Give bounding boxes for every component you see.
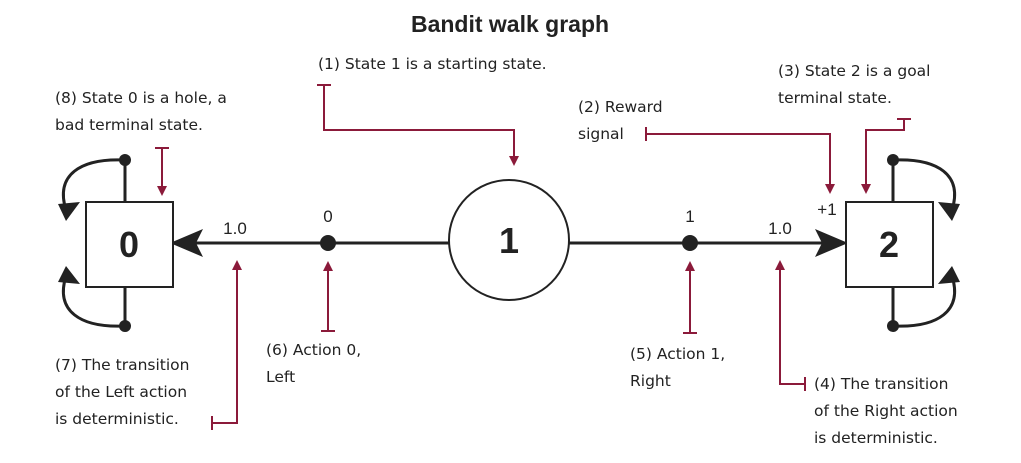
- note-6: (6) Action 0, Left: [266, 341, 366, 386]
- annotation-1-pointer: [317, 84, 519, 166]
- left-action-label: 0: [323, 207, 332, 226]
- state-1-label: 1: [499, 220, 519, 261]
- diagram-title: Bandit walk graph: [411, 11, 609, 37]
- reward-label: +1: [817, 200, 836, 219]
- note-8: (8) State 0 is a hole, a bad terminal st…: [55, 89, 232, 134]
- annotation-7-pointer: [211, 260, 242, 430]
- note-3: (3) State 2 is a goal terminal state.: [778, 62, 935, 107]
- arrowhead-into-s0: [170, 229, 203, 257]
- annotation-4-pointer: [775, 260, 806, 391]
- state-0-node: [85, 201, 174, 288]
- left-transition-prob: 1.0: [223, 219, 247, 238]
- state-2-label: 2: [879, 224, 899, 265]
- state-0-self-loops: [58, 154, 131, 332]
- state-2-self-loops: [887, 154, 960, 332]
- annotation-8-pointer: [155, 147, 169, 196]
- state-1-node: [448, 179, 570, 301]
- right-action-node: [682, 235, 698, 251]
- right-action-label: 1: [685, 207, 694, 226]
- annotation-2-pointer: [645, 127, 835, 194]
- arrowhead-into-s2: [815, 229, 848, 257]
- note-7: (7) The transition of the Left action is…: [55, 356, 194, 428]
- left-action-node: [320, 235, 336, 251]
- annotation-6-pointer: [321, 261, 335, 332]
- annotation-3-pointer: [861, 118, 911, 194]
- note-5: (5) Action 1, Right: [630, 345, 730, 390]
- note-4: (4) The transition of the Right action i…: [814, 375, 963, 447]
- state-0-label: 0: [119, 224, 139, 265]
- annotation-5-pointer: [683, 261, 697, 334]
- right-transition-prob: 1.0: [768, 219, 792, 238]
- note-2: (2) Reward signal: [578, 98, 668, 143]
- state-2-node: [845, 201, 934, 288]
- note-1: (1) State 1 is a starting state.: [318, 55, 547, 73]
